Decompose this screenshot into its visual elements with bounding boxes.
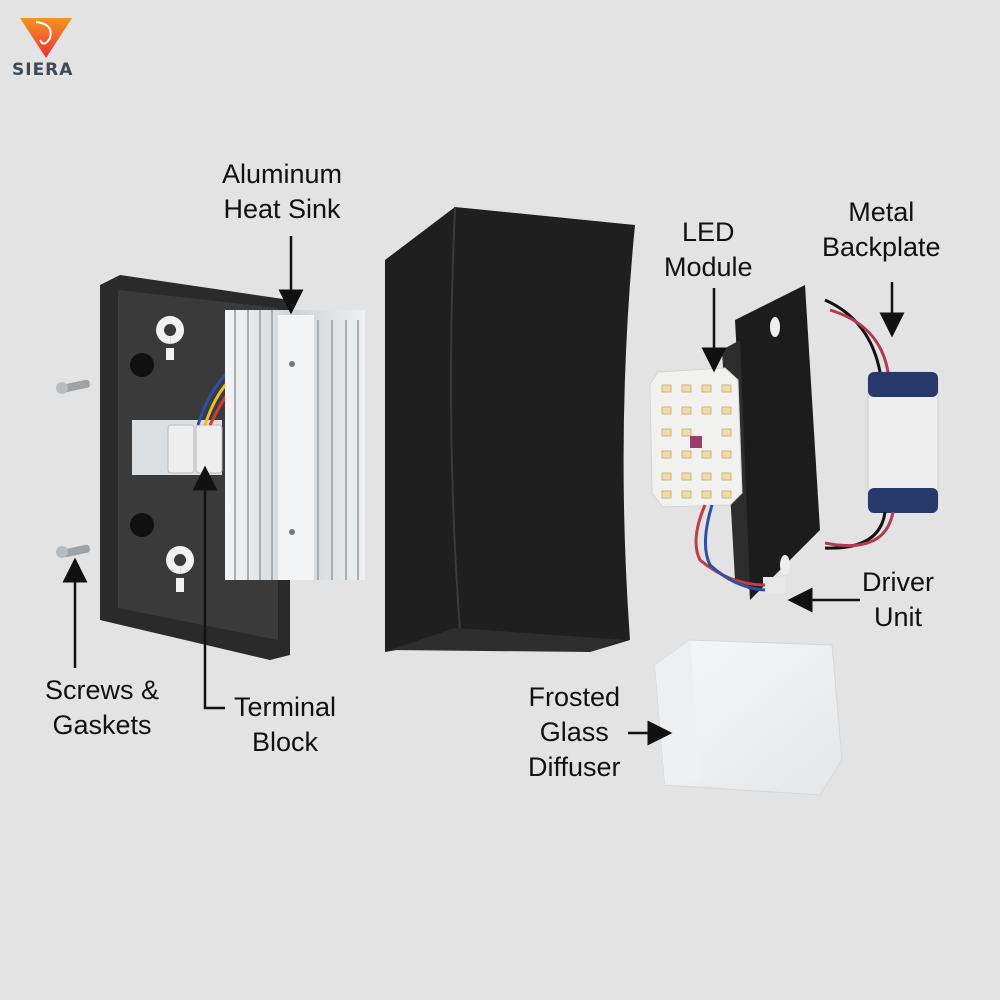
label-line: Block [252,727,319,757]
label-screws: Screws & Gaskets [45,673,159,743]
led-chip [721,428,732,437]
label-line: Metal [848,197,915,227]
label-line: Diffuser [528,752,621,782]
heat-sink [225,310,365,580]
driver-unit [824,298,939,550]
arrow-terminal [192,465,225,710]
label-terminal: Terminal Block [234,690,336,760]
rear-housing [100,275,365,660]
label-line: Gaskets [52,710,152,740]
keyhole-slot-bottom [166,546,195,592]
connector [763,577,785,593]
led-chip [681,428,692,437]
label-line: Heat Sink [223,194,341,224]
led-chip [661,428,672,437]
label-line: Terminal [234,692,337,722]
led-chip [701,384,712,393]
siera-logo [20,18,72,58]
led-chip [661,406,672,415]
led-chip [701,472,712,481]
led-chip [721,450,732,459]
led-chip [681,490,692,499]
label-line: Screws & [45,675,160,705]
label-line: Backplate [822,232,941,262]
led-chip [661,450,672,459]
led-chip [721,384,732,393]
led-chip [661,472,672,481]
callout-arrows [62,236,905,746]
led-chip [701,450,712,459]
brand-name: SIERA [12,60,74,80]
led-chip [701,490,712,499]
label-line: Frosted [528,682,621,712]
keyhole-slot-top [156,316,185,360]
label-led-module: LED Module [664,215,753,285]
led-chip [681,406,692,415]
led-chip [681,472,692,481]
led-chip [721,406,732,415]
led-chip [701,406,712,415]
gasket-top [130,353,154,377]
rgb-led [690,436,702,448]
label-driver: Driver Unit [862,565,934,635]
gasket-bottom [130,513,154,537]
label-backplate: Metal Backplate [822,195,941,265]
label-heat-sink: Aluminum Heat Sink [222,157,342,227]
led-chip [721,472,732,481]
led-module [649,367,766,592]
led-chip [681,450,692,459]
label-line: LED [682,217,735,247]
label-line: Driver [862,567,934,597]
screw-bottom [56,544,90,558]
label-line: Unit [873,602,922,632]
led-chip [661,490,672,499]
led-chips [661,384,732,499]
led-chip [661,384,672,393]
label-diffuser: Frosted Glass Diffuser [528,680,621,785]
main-housing [385,206,635,652]
label-line: Module [664,252,753,282]
led-chip [681,384,692,393]
screw-top [56,379,90,394]
label-line: Glass [539,717,609,747]
label-line: Aluminum [222,159,343,189]
frosted-glass-diffuser [654,639,843,796]
led-chip [721,490,732,499]
